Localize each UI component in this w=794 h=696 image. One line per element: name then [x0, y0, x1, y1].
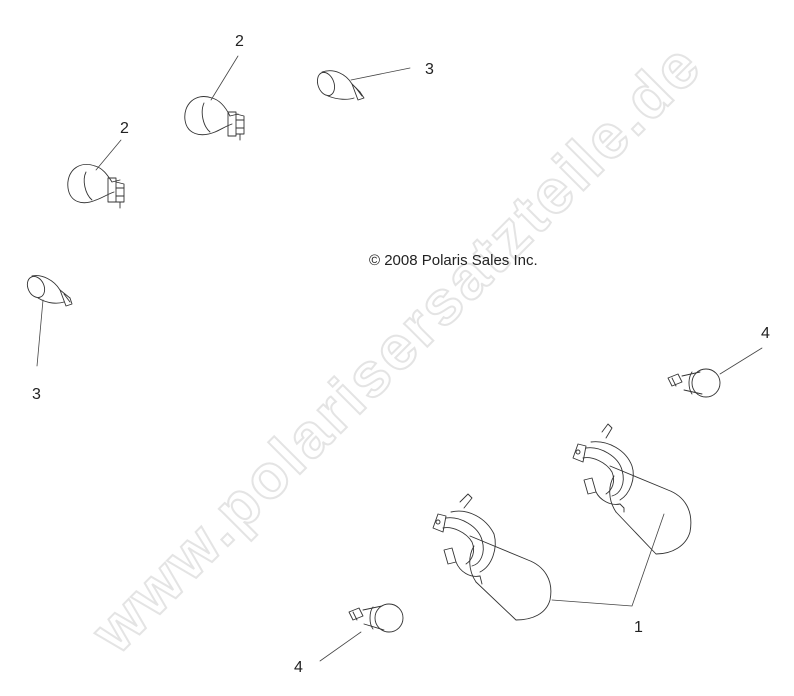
callout-2-upper: 2: [235, 33, 244, 50]
bulb-2-lower: [67, 164, 125, 209]
bulb-3-upper: [316, 70, 365, 101]
bulb-2-upper: [184, 96, 245, 141]
callout-3-upper: 3: [425, 61, 434, 78]
halogen-bulb-lower: [432, 493, 552, 621]
leader-3a: [350, 67, 411, 81]
callout-4-bottom: 4: [294, 659, 303, 676]
callout-3-left: 3: [32, 386, 41, 403]
callout-2-lower: 2: [120, 120, 129, 137]
leader-4a: [719, 347, 763, 375]
bulb-3-left: [26, 275, 73, 307]
callout-1: 1: [634, 619, 643, 636]
leader-4b: [319, 631, 362, 662]
callout-4-right: 4: [761, 325, 770, 342]
bulb-4-bottom: [348, 603, 404, 633]
leader-1: [551, 513, 665, 607]
leader-lines: [36, 55, 763, 662]
copyright-notice: © 2008 Polaris Sales Inc.: [369, 252, 538, 269]
halogen-bulb-upper: [572, 423, 692, 555]
leader-2a: [210, 55, 239, 101]
leader-2b: [95, 139, 122, 171]
leader-3b: [36, 299, 44, 367]
bulb-4-right: [667, 368, 721, 398]
